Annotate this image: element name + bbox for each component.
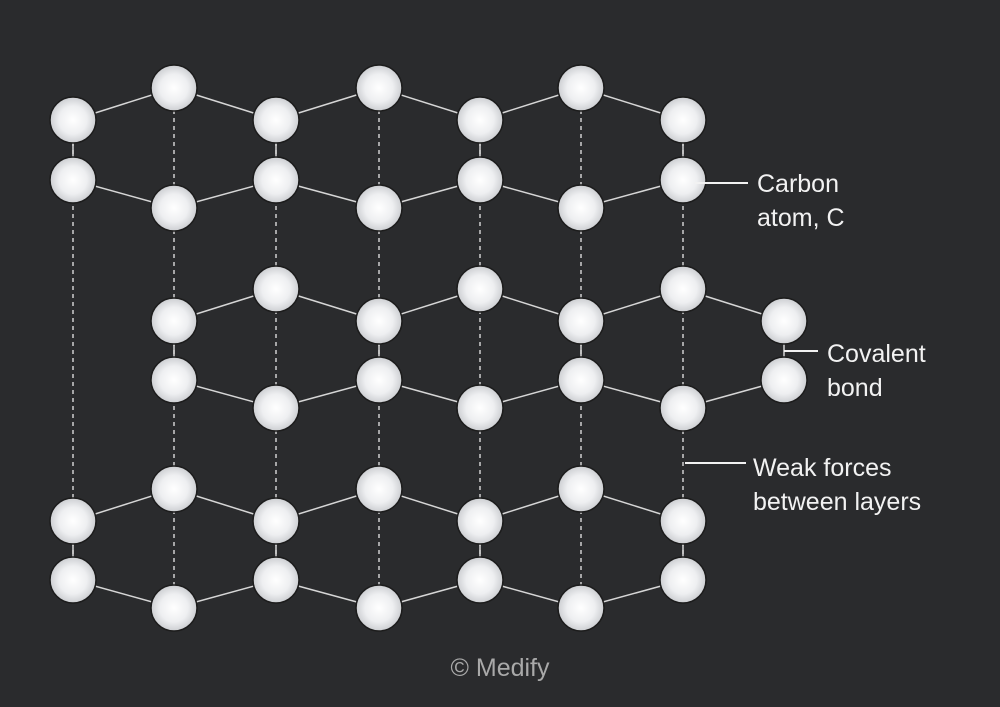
carbon-atom (456, 96, 504, 144)
carbon-atom (456, 156, 504, 204)
carbon-atom (659, 497, 707, 545)
carbon-atom (760, 356, 808, 404)
copyright-credit: © Medify (450, 654, 550, 682)
carbon-atom (150, 356, 198, 404)
carbon-atom (49, 96, 97, 144)
carbon-atom-label: Carbon atom, C (757, 167, 845, 235)
weak-forces-label: Weak forces between layers (753, 451, 921, 519)
carbon-atom (49, 556, 97, 604)
weak-forces-label-line-1: Weak forces (753, 454, 892, 482)
carbon-atom (49, 156, 97, 204)
carbon-atom (150, 297, 198, 345)
label-leader-lines (685, 182, 818, 464)
carbon-atom (557, 297, 605, 345)
carbon-atom (456, 265, 504, 313)
carbon-atom (252, 156, 300, 204)
carbon-atom (150, 465, 198, 513)
weak-forces-label-line-2: between layers (753, 488, 922, 516)
carbon-atom (557, 356, 605, 404)
carbon-atom (355, 297, 403, 345)
carbon-atom (252, 96, 300, 144)
weak-force-lines (72, 110, 684, 600)
carbon-atom (659, 156, 707, 204)
carbon-atom (150, 584, 198, 632)
carbon-atom (659, 384, 707, 432)
carbon-atom (557, 465, 605, 513)
carbon-atom (557, 184, 605, 232)
carbon-atoms (49, 64, 808, 632)
carbon-atom (456, 497, 504, 545)
carbon-atom (456, 556, 504, 604)
carbon-atom (557, 64, 605, 112)
carbon-atom (355, 465, 403, 513)
covalent-bond-label-line-2: bond (827, 374, 883, 402)
carbon-atom (659, 265, 707, 313)
carbon-atom (49, 497, 97, 545)
carbon-atom (150, 184, 198, 232)
carbon-atom-label-line-2: atom, C (757, 204, 845, 232)
carbon-atom (252, 384, 300, 432)
carbon-atom (252, 556, 300, 604)
carbon-atom (760, 297, 808, 345)
carbon-atom (659, 96, 707, 144)
carbon-atom (355, 356, 403, 404)
carbon-atom-label-line-1: Carbon (757, 170, 839, 198)
carbon-atom (150, 64, 198, 112)
carbon-atom (659, 556, 707, 604)
covalent-bond-label: Covalent bond (827, 337, 926, 405)
carbon-atom (252, 497, 300, 545)
carbon-atom (557, 584, 605, 632)
carbon-atom (355, 184, 403, 232)
carbon-atom (355, 64, 403, 112)
carbon-atom (355, 584, 403, 632)
carbon-atom (252, 265, 300, 313)
covalent-bond-label-line-1: Covalent (827, 340, 926, 368)
carbon-atom (456, 384, 504, 432)
